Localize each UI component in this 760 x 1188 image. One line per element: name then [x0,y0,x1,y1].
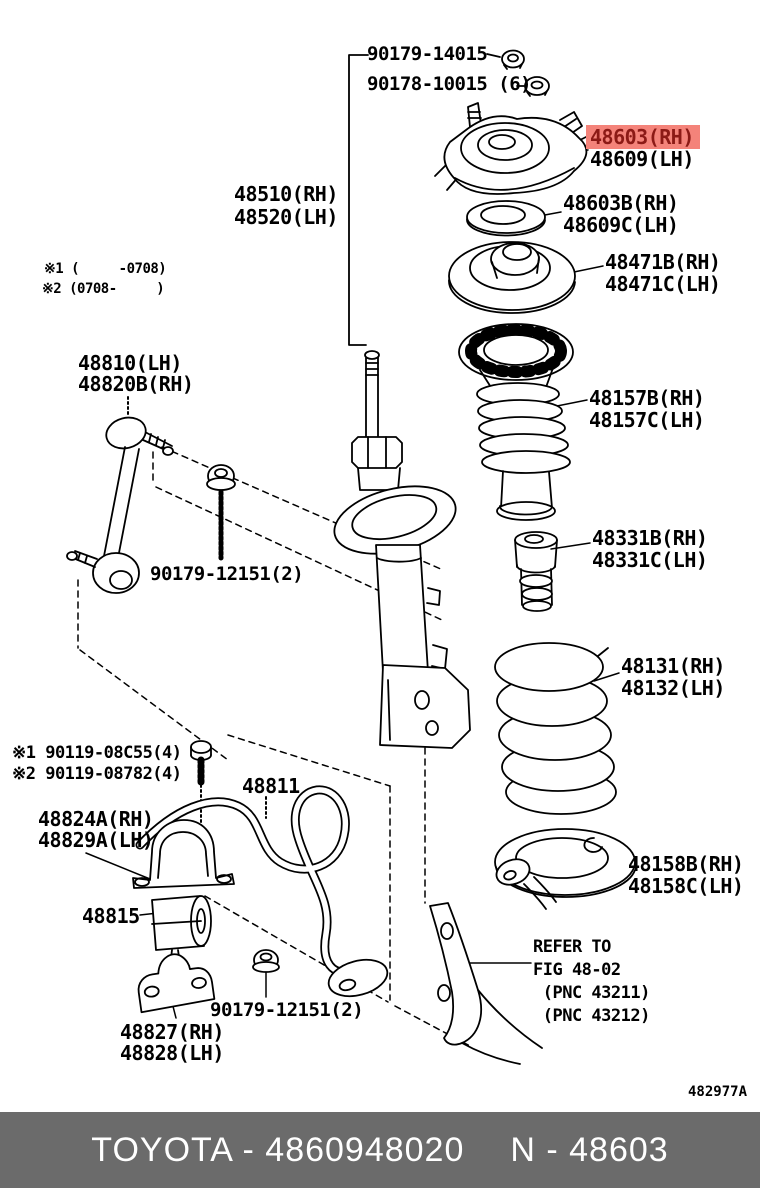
label-90178-10015-line-1: 90178-10015 (6) [367,73,532,95]
label-90179-14015-line-1: 90179-14015 [367,43,488,65]
bracket-lines [348,53,525,346]
note-90119-08782-line-1: ※2 90119-08782(4) [12,764,182,784]
label-48603-48609: 48603(RH)48609(LH) [586,125,700,171]
label-48603-48609-line-1: 48603(RH) [586,125,700,149]
label-48158B-48158C: 48158B(RH)48158C(LH) [628,852,744,898]
diagram-drawing [66,49,636,1065]
label-48815-line-1: 48815 [82,904,140,928]
label-48603B-48609C-line-2: 48609C(LH) [563,213,679,237]
label-48603-48609-line-2: 48609(LH) [590,147,694,171]
label-48157B-48157C-line-2: 48157C(LH) [589,408,705,432]
coil-spring-drawing [494,642,617,815]
label-48131-48132-line-1: 48131(RH) [621,654,725,678]
figure-code: 482977A [688,1084,748,1100]
label-48827-48828-line-1: 48827(RH) [120,1020,224,1044]
label-48811-line-1: 48811 [242,774,300,798]
label-48827-48828: 48827(RH)48828(LH) [120,1022,224,1064]
note-refer-to-fig-line-3: (PNC 43211) [533,983,651,1003]
bearing-drawing [466,200,546,237]
label-90178-10015: 90178-10015 (6) [367,73,532,95]
label-90179-12151-a: 90179-12151(2) [150,563,304,585]
note-asterisk-2: ※2 (0708- ) [42,279,165,299]
note-refer-to-fig: REFER TO FIG 48-02 (PNC 43211) (PNC 43212… [533,936,650,1028]
footer-pnc: N - 48603 [510,1130,669,1169]
note-refer-to-fig-line-2: FIG 48-02 [533,960,621,980]
spring-upper-seat-drawing [448,241,576,314]
footer-bar: TOYOTA - 4860948020 N - 48603 [0,1112,760,1188]
bump-stop-drawing [514,531,558,612]
label-48131-48132: 48131(RH)48132(LH) [621,655,725,699]
label-48158B-48158C-line-1: 48158B(RH) [628,852,744,876]
nut-icon-90178-10015 [524,76,550,97]
nut-icon-90179-14015 [501,49,525,70]
note-90119-08C55-line-1: ※1 90119-08C55(4) [12,743,182,763]
note-refer-to-fig-line-1: REFER TO [533,937,611,957]
label-48824A-48829A-line-2: 48829A(LH) [38,828,154,852]
note-asterisk-2-line-1: ※2 (0708- ) [42,281,165,297]
label-48827-48828-line-2: 48828(LH) [120,1041,224,1065]
label-48471B-48471C-line-2: 48471C(LH) [605,272,721,296]
label-48810-48820B-line-2: 48820B(RH) [78,372,194,396]
footer-part-number: TOYOTA - 4860948020 [91,1130,465,1169]
bracket-48827-drawing [137,953,216,1014]
label-48331B-48331C-line-2: 48331C(LH) [592,548,708,572]
label-48131-48132-line-2: 48132(LH) [621,676,725,700]
note-90119-08782: ※2 90119-08782(4) [12,764,182,785]
suspension-support-drawing [434,102,589,195]
note-asterisk-1-line-1: ※1 ( -0708) [44,261,167,277]
label-48815: 48815 [82,906,140,927]
dust-cover-drawing [458,323,574,521]
label-48824A-48829A-line-1: 48824A(RH) [38,807,154,831]
label-48510-48520: 48510(RH)48520(LH) [234,183,338,229]
label-48510-48520-line-1: 48510(RH) [234,182,338,206]
steering-knuckle-drawing [429,902,543,1065]
label-48603B-48609C-line-1: 48603B(RH) [563,191,679,215]
label-48471B-48471C-line-1: 48471B(RH) [605,250,721,274]
label-48158B-48158C-line-2: 48158C(LH) [628,874,744,898]
nut-stud-90179-12151-a [206,464,236,561]
note-refer-to-fig-line-4: (PNC 43212) [533,1006,651,1026]
label-48331B-48331C: 48331B(RH)48331C(LH) [592,526,708,572]
note-90119-08C55: ※1 90119-08C55(4) [12,743,182,764]
shock-absorber-drawing [333,350,471,749]
label-48810-48820B-line-1: 48810(LH) [78,351,182,375]
label-48824A-48829A: 48824A(RH)48829A(LH) [38,807,154,852]
label-90179-14015: 90179-14015 [367,43,488,65]
label-90179-12151-b: 90179-12151(2) [210,999,364,1021]
label-48157B-48157C: 48157B(RH)48157C(LH) [589,386,705,432]
label-90179-12151-a-line-1: 90179-12151(2) [150,563,304,585]
clamp-bracket-48824A-drawing [132,819,235,889]
label-48810-48820B: 48810(LH)48820B(RH) [78,351,194,396]
nut-90179-12151-b [252,949,280,973]
label-48331B-48331C-line-1: 48331B(RH) [592,526,708,550]
note-asterisk-1: ※1 ( -0708) [44,259,167,279]
bolt-icon-90119 [190,740,212,786]
label-48811: 48811 [242,776,300,797]
stabilizer-link-drawing [66,416,174,594]
label-90179-12151-b-line-1: 90179-12151(2) [210,999,364,1021]
label-48157B-48157C-line-1: 48157B(RH) [589,386,705,410]
label-48603B-48609C: 48603B(RH)48609C(LH) [563,191,679,237]
label-48471B-48471C: 48471B(RH)48471C(LH) [605,250,721,296]
stabilizer-bar-drawing [135,785,557,998]
label-48510-48520-line-2: 48520(LH) [234,205,338,229]
